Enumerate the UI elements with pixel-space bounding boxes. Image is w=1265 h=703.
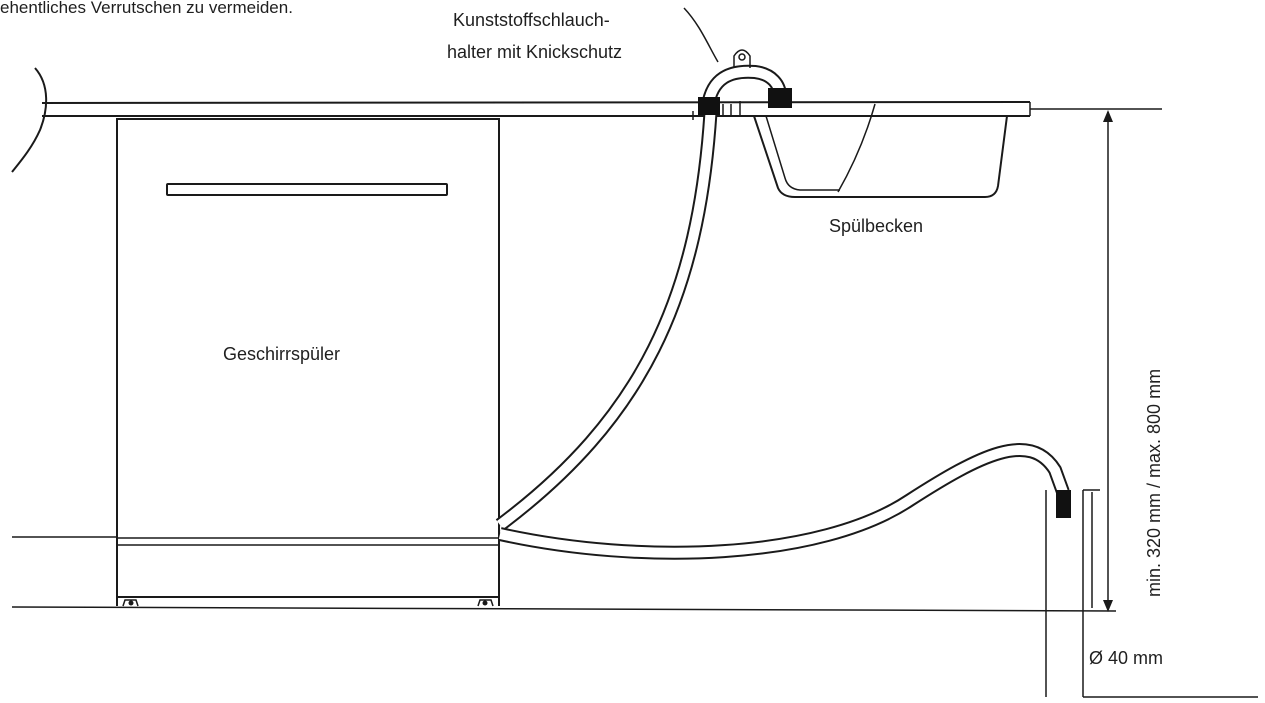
sink-label: Spülbecken <box>829 216 923 236</box>
floor-lines <box>11 536 1117 612</box>
diameter-label: Ø 40 mm <box>1089 648 1163 668</box>
dishwasher-handle <box>166 183 448 196</box>
dishwasher-label: Geschirrspüler <box>223 344 340 364</box>
hose-holder-leader <box>683 7 719 63</box>
hose-holder-label-line1: Kunststoffschlauch- <box>453 10 610 30</box>
height-dimension-label: min. 320 mm / max. 800 mm <box>1144 369 1164 597</box>
drain-pipe <box>1045 490 1258 698</box>
dishwasher-foot-right <box>477 599 494 607</box>
hose-holder-label-line2: halter mit Knickschutz <box>447 42 622 62</box>
hose-end-cap <box>1056 490 1071 518</box>
height-dimension <box>1083 110 1113 612</box>
sink <box>739 101 1008 198</box>
hose-holder <box>692 49 792 120</box>
drain-hose <box>495 103 1071 560</box>
countertop <box>11 67 1162 173</box>
top-text-fragment: ehentliches Verrutschen zu vermeiden. <box>0 0 293 17</box>
dishwasher <box>116 118 500 607</box>
dishwasher-foot-left <box>122 599 139 607</box>
